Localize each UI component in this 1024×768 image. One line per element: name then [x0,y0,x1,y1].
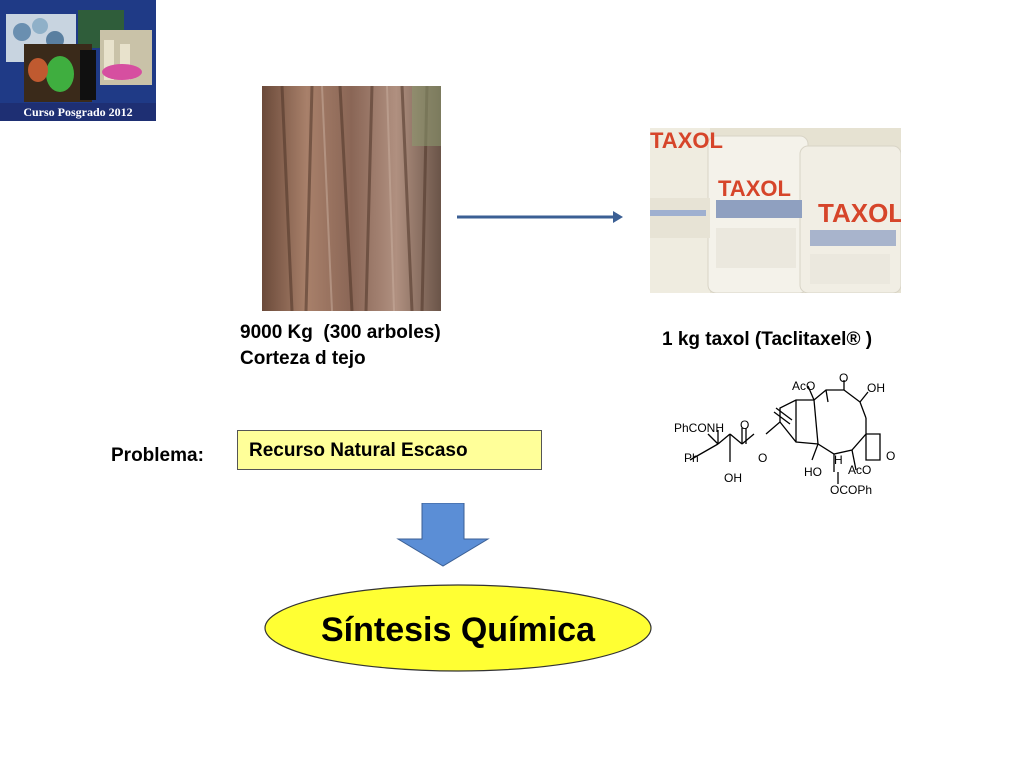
taxol-caption: 1 kg taxol (Taclitaxel® ) [662,329,873,350]
chem-o-ester: O [758,451,767,465]
chem-ocoph: OCOPh [830,483,872,497]
problem-box: Recurso Natural Escaso [237,430,542,470]
bark-caption-line1: 9000 Kg (300 arboles) [240,322,441,343]
taxol-vials-photo: TAXOL TAXOL TAXOL [650,128,901,293]
bark-caption: 9000 Kg (300 arboles) Corteza d tejo [240,320,441,372]
course-logo: Curso Posgrado 2012 [0,0,156,121]
arrow-right-icon [457,211,623,223]
bark-caption-line2: Corteza d tejo [240,348,366,369]
chem-aco-bottom: AcO [848,463,871,477]
logo-collage-image [0,0,156,103]
vial-label-text: TAXOL [718,176,791,201]
chem-oh-top: OH [867,381,885,395]
logo-caption: Curso Posgrado 2012 [0,103,156,121]
chem-ho: HO [804,465,822,479]
taxol-structure-diagram: AcO O OH PhCONH O Ph O OH HO H AcO O OCO… [674,372,895,497]
chem-h: H [834,453,843,467]
chem-phconh: PhCONH [674,421,724,435]
problem-label: Problema: [111,445,204,466]
arrow-down-icon [396,503,490,567]
chem-oh-bottom: OH [724,471,742,485]
chem-o-amide: O [740,418,749,432]
chem-aco-top: AcO [792,379,815,393]
chem-o-top: O [839,372,848,385]
synthesis-ellipse: Síntesis Química [264,584,652,672]
chem-o-ring: O [886,449,895,463]
vial-label-text: TAXOL [818,198,901,228]
yew-bark-photo [262,86,441,311]
synthesis-label: Síntesis Química [321,611,596,649]
chem-ph: Ph [684,451,699,465]
vial-label-text: TAXOL [650,128,723,153]
